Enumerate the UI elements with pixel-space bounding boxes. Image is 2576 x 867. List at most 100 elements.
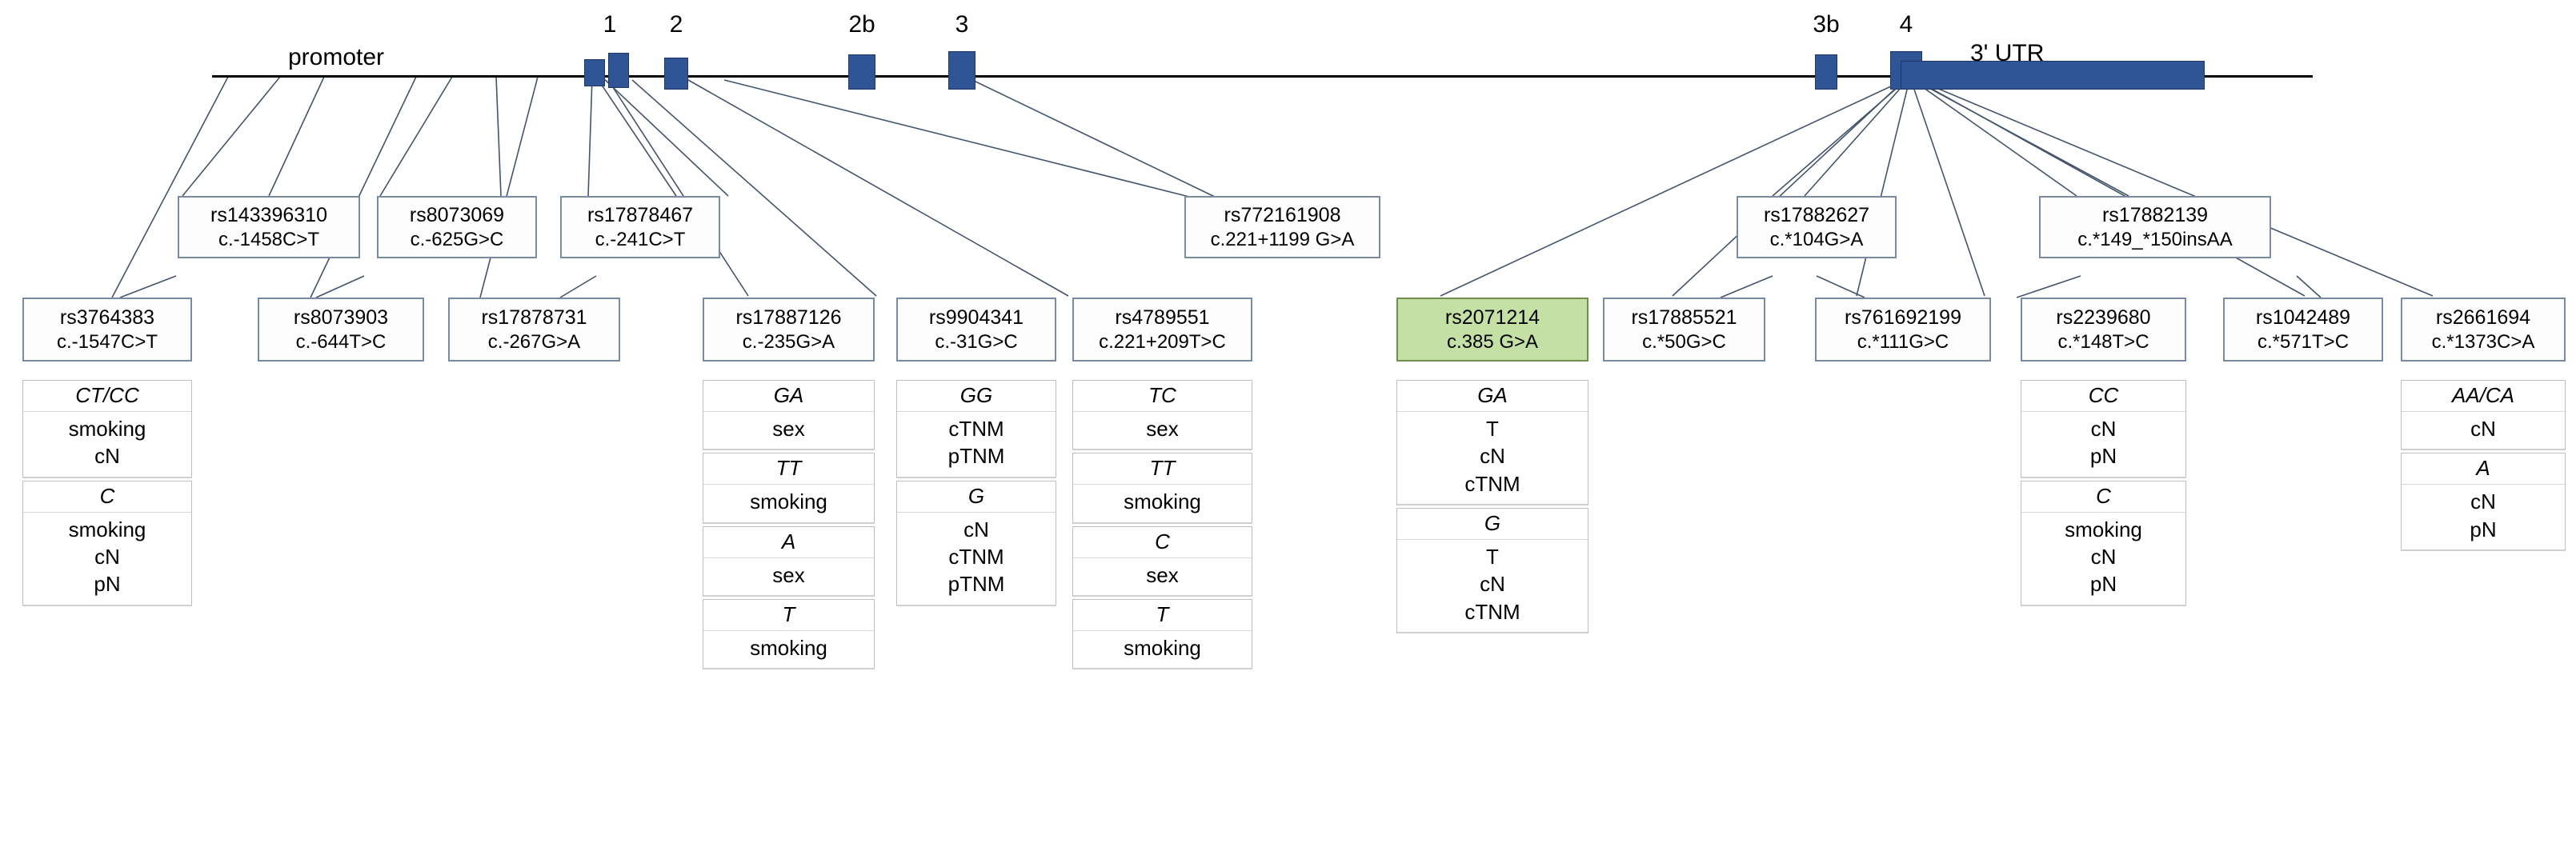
exon-label-2: 2	[669, 11, 683, 38]
pheno-traits: cN	[2402, 412, 2565, 449]
pheno-allele: C	[2021, 481, 2185, 513]
pheno-trait: pN	[94, 572, 121, 597]
snp-change: c.221+1199 G>A	[1210, 228, 1355, 250]
snp-box-rs4789551[interactable]: rs4789551 c.221+209T>C	[1072, 298, 1252, 362]
snp-box-rs17878731[interactable]: rs17878731 c.-267G>A	[448, 298, 620, 362]
snp-change: c.*571T>C	[2257, 330, 2350, 353]
pheno-trait: sex	[1146, 417, 1179, 441]
pheno-trait: cTNM	[948, 544, 1004, 569]
exon-3b	[1815, 54, 1837, 90]
pheno-allele: C	[1073, 527, 1252, 558]
snp-change: c.-241C>T	[595, 228, 686, 250]
snp-box-rs2661694[interactable]: rs2661694 c.*1373C>A	[2401, 298, 2566, 362]
pheno-trait: sex	[772, 562, 805, 587]
snp-id: rs761692199	[1845, 306, 1961, 329]
pheno-group: TC sex	[1072, 380, 1252, 451]
pheno-trait: cTNM	[1464, 471, 1520, 496]
snp-change: c.*111G>C	[1857, 330, 1949, 353]
pheno-traits: sex	[703, 412, 874, 449]
snp-box-rs772161908[interactable]: rs772161908 c.221+1199 G>A	[1184, 196, 1380, 258]
snp-box-rs1042489[interactable]: rs1042489 c.*571T>C	[2223, 298, 2383, 362]
snp-change: c.-267G>A	[487, 330, 581, 353]
snp-id: rs9904341	[928, 306, 1024, 329]
pheno-traits: smoking	[1073, 631, 1252, 668]
exon-label-1: 1	[603, 11, 617, 38]
pheno-traits: smoking	[1073, 485, 1252, 521]
snp-box-rs8073903[interactable]: rs8073903 c.-644T>C	[258, 298, 424, 362]
exon-label-3b: 3b	[1813, 11, 1840, 38]
snp-box-rs8073069[interactable]: rs8073069 c.-625G>C	[377, 196, 537, 258]
pheno-allele: TC	[1073, 381, 1252, 412]
pheno-allele: C	[23, 481, 191, 513]
pheno-trait: cN	[2090, 544, 2117, 569]
snp-box-rs2071214[interactable]: rs2071214 c.385 G>A	[1396, 298, 1588, 362]
snp-change: c.-644T>C	[295, 330, 387, 353]
pheno-allele: GA	[1397, 381, 1588, 412]
snp-change: c.-1458C>T	[218, 228, 320, 250]
pheno-allele: GA	[703, 381, 874, 412]
pheno-trait: pN	[2089, 444, 2117, 469]
snp-box-rs17887126[interactable]: rs17887126 c.-235G>A	[703, 298, 875, 362]
pheno-allele: AA/CA	[2402, 381, 2565, 412]
pheno-trait: cN	[1480, 444, 1505, 469]
pheno-allele: GG	[897, 381, 1056, 412]
exon-1b	[608, 53, 629, 88]
pheno-trait: pTNM	[947, 444, 1005, 469]
snp-box-rs143396310[interactable]: rs143396310 c.-1458C>T	[178, 196, 360, 258]
snp-change: c.*50G>C	[1642, 330, 1726, 353]
exon-2	[664, 58, 688, 90]
exon-label-2b: 2b	[848, 11, 875, 38]
pheno-allele: TT	[703, 453, 874, 485]
pheno-allele: A	[703, 527, 874, 558]
snp-change: c.*1373C>A	[2431, 330, 2535, 353]
snp-id: rs2661694	[2435, 306, 2531, 329]
snp-id: rs8073903	[293, 306, 389, 329]
snp-id: rs143396310	[210, 203, 327, 226]
promoter-label: promoter	[288, 44, 385, 70]
snp-change: c.*104G>A	[1769, 228, 1864, 250]
snp-id: rs1042489	[2255, 306, 2351, 329]
pheno-traits: smoking	[703, 485, 874, 521]
snp-box-rs9904341[interactable]: rs9904341 c.-31G>C	[896, 298, 1056, 362]
snp-box-rs17882139[interactable]: rs17882139 c.*149_*150insAA	[2039, 196, 2271, 258]
pheno-trait: smoking	[68, 517, 146, 541]
snp-box-rs761692199[interactable]: rs761692199 c.*111G>C	[1815, 298, 1991, 362]
snp-change: c.385 G>A	[1446, 330, 1539, 353]
snp-box-rs17882627[interactable]: rs17882627 c.*104G>A	[1737, 196, 1897, 258]
snp-box-rs17885521[interactable]: rs17885521 c.*50G>C	[1603, 298, 1765, 362]
pheno-allele: G	[1397, 509, 1588, 540]
snp-id: rs772161908	[1224, 203, 1341, 226]
snp-box-rs17878467[interactable]: rs17878467 c.-241C>T	[560, 196, 720, 258]
pheno-traits: sex	[1073, 412, 1252, 449]
pheno-traits: smoking	[703, 631, 874, 668]
snp-id: rs3764383	[59, 306, 155, 329]
pheno-trait: cTNM	[1464, 599, 1520, 624]
pheno-allele: T	[1073, 600, 1252, 631]
pheno-trait: T	[1486, 544, 1499, 569]
snp-id: rs17882139	[2101, 203, 2209, 226]
snp-box-rs2239680[interactable]: rs2239680 c.*148T>C	[2021, 298, 2186, 362]
snp-id: rs17878731	[481, 306, 587, 329]
pheno-allele: TT	[1073, 453, 1252, 485]
snp-change: c.-235G>A	[742, 330, 835, 353]
snp-box-rs3764383[interactable]: rs3764383 c.-1547C>T	[22, 298, 192, 362]
